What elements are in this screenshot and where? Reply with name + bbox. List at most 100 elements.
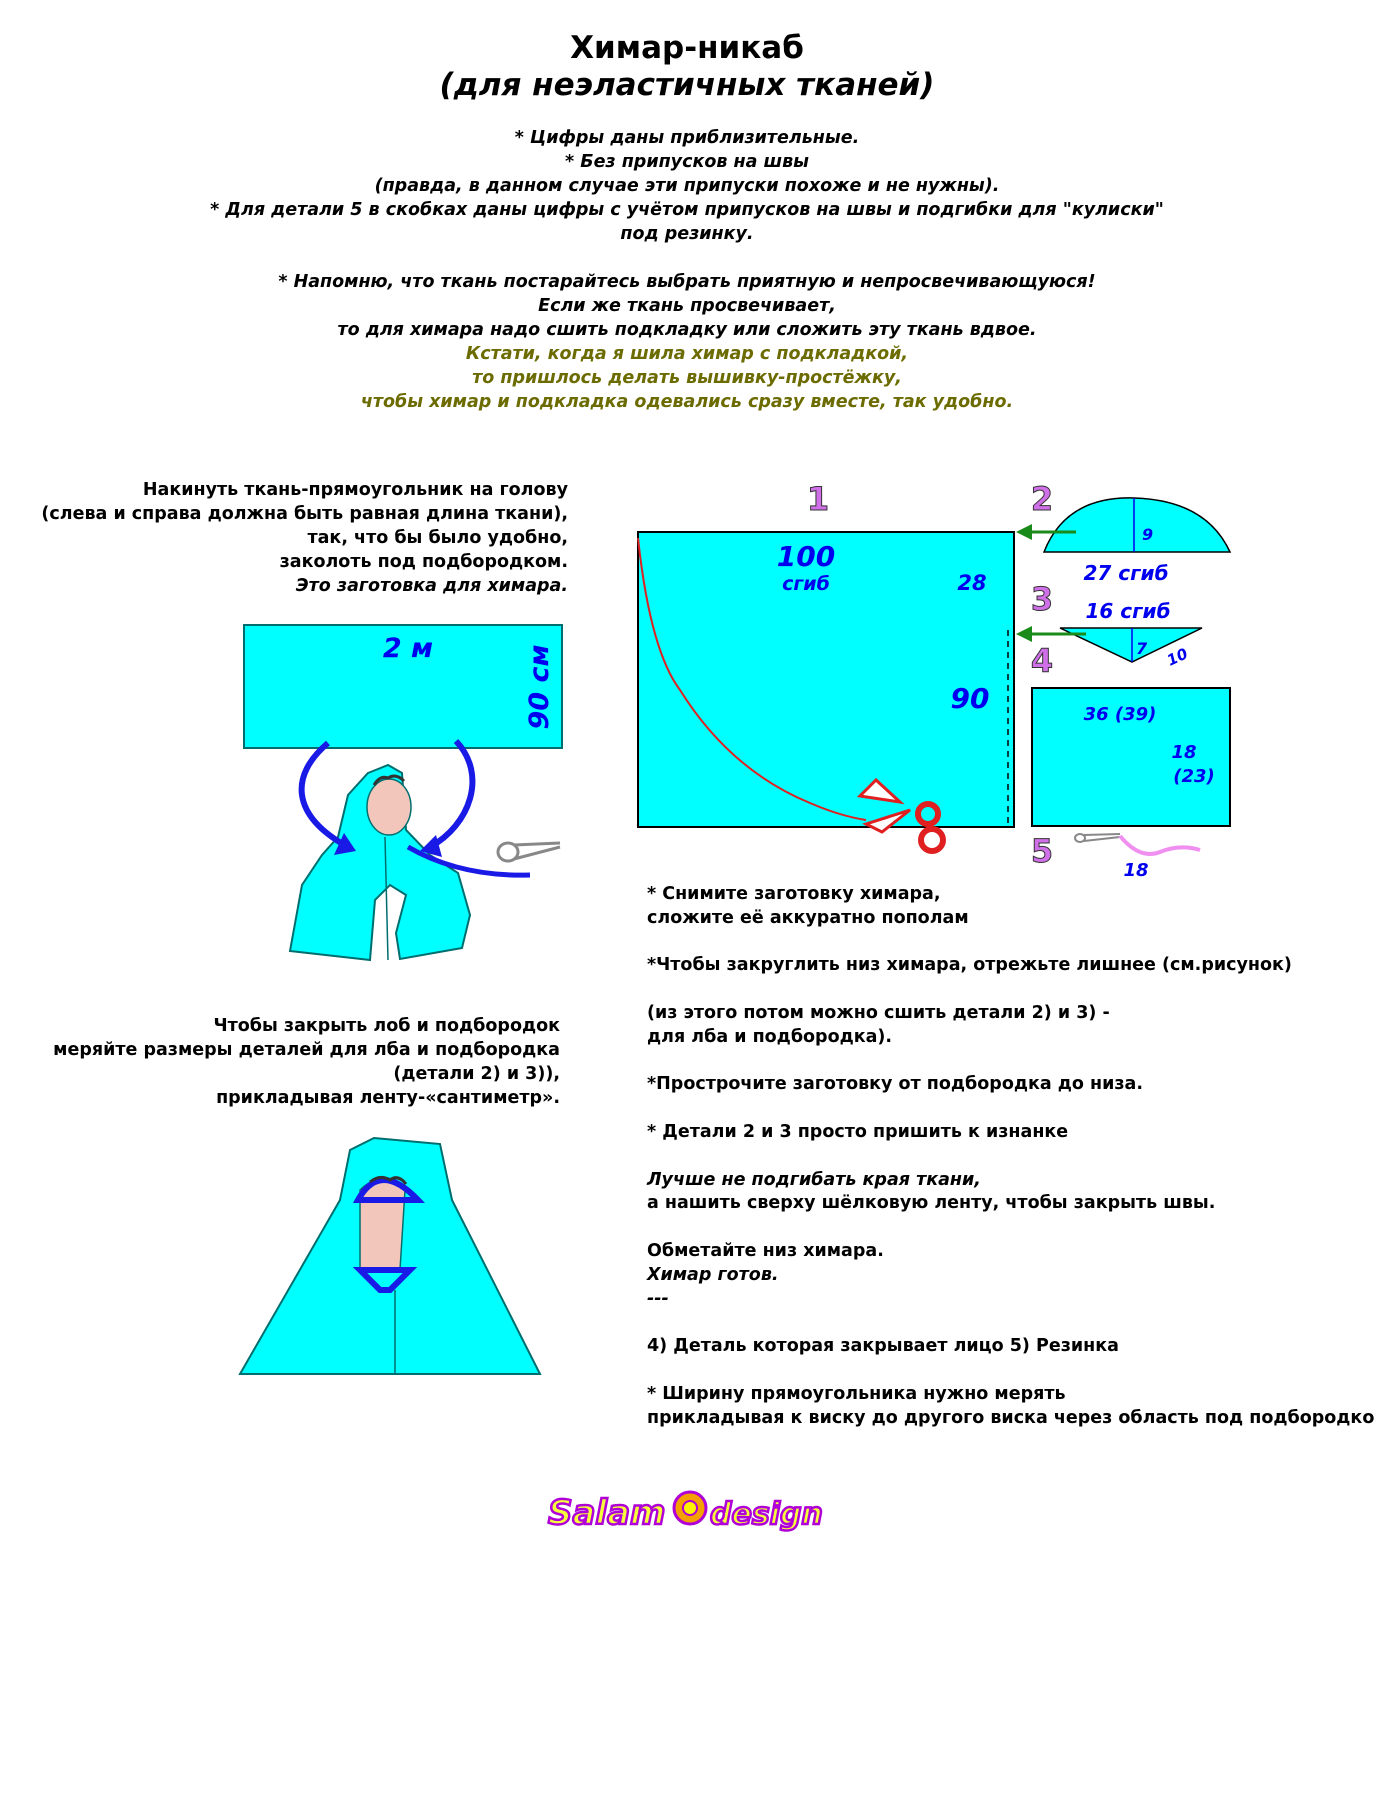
- title-line-1: Химар-никаб: [570, 30, 804, 66]
- arrow-2-head-icon: [1016, 524, 1032, 540]
- left-mid-line: Чтобы закрыть лоб и подбородок: [213, 1016, 560, 1036]
- pin-arrow: [406, 844, 531, 878]
- instruction-spacer: [647, 1216, 1374, 1240]
- instruction-spacer: [647, 1097, 1374, 1121]
- arrow-right: [428, 738, 476, 850]
- left-top-line: так, что бы было удобно,: [307, 528, 568, 548]
- arrow-3-head-icon: [1016, 626, 1032, 642]
- left-top-text: Накинуть ткань-прямоугольник на голову (…: [41, 478, 568, 598]
- note-line: * Для детали 5 в скобках даны цифры с уч…: [210, 200, 1164, 220]
- safety-pin-icon: [496, 841, 561, 863]
- salam-design-logo: Salam design: [547, 1490, 824, 1534]
- piece-4-rect: [1031, 687, 1231, 827]
- arrow-left-head-icon: [334, 833, 356, 855]
- left-mid-text: Чтобы закрыть лоб и подбородок меряйте р…: [53, 1014, 560, 1110]
- piece-4-height: 18: [1171, 742, 1196, 763]
- notes-block: * Цифры даны приблизительные. * Без прип…: [0, 126, 1374, 414]
- safety-pin-icon: [1074, 833, 1121, 843]
- left-top-line: (слева и справа должна быть равная длина…: [41, 504, 568, 524]
- instruction-line: прикладывая к виску до другого виска чер…: [647, 1407, 1374, 1428]
- scissors-icon: [856, 777, 946, 854]
- note-line: * Напомню, что ткань постарайтесь выбрат…: [278, 272, 1096, 292]
- instruction-line: сложите её аккуратно пополам: [647, 907, 969, 928]
- instruction-line: * Детали 2 и 3 просто пришить к изнанке: [647, 1121, 1069, 1142]
- piece-2-number: 2: [1031, 480, 1053, 518]
- note-line: Если же ткань просвечивает,: [538, 296, 836, 316]
- left-mid-line: прикладывая ленту-«сантиметр».: [216, 1088, 560, 1108]
- seam-line: [384, 836, 389, 961]
- arrow-right-head-icon: [420, 835, 442, 857]
- left-mid-line: (детали 2) и 3)),: [393, 1064, 560, 1084]
- sun-icon: [672, 1490, 708, 1526]
- left-top-line: Накинуть ткань-прямоугольник на голову: [142, 480, 568, 500]
- pattern-diagram: 1 100 сгиб 28 90 2 9 27 сгиб 3 16 сгиб 7…: [637, 480, 1232, 880]
- piece-2-height: 9: [1142, 525, 1153, 544]
- hair-icon: [369, 1175, 408, 1185]
- cut-curve: [637, 537, 867, 821]
- page-title: Химар-никаб (для неэластичных тканей): [0, 30, 1374, 104]
- note-spacer: [0, 246, 1374, 270]
- instruction-line: Химар готов.: [647, 1264, 779, 1285]
- rect-height-label: 90 см: [524, 644, 555, 729]
- instruction-line: * Ширину прямоугольника нужно мерять: [647, 1383, 1066, 1404]
- piece-1-half-width: 28: [957, 571, 986, 595]
- left-top-line: заколоть под подбородком.: [279, 552, 568, 572]
- fabric-rectangle: [243, 624, 563, 749]
- draping-illustration: 2 м 90 см: [243, 624, 563, 962]
- note-olive-line: чтобы химар и подкладка одевались сразу …: [360, 392, 1014, 412]
- left-mid-line: меряйте размеры деталей для лба и подбор…: [53, 1040, 560, 1060]
- piece-3-side: 10: [1164, 644, 1191, 669]
- piece-3-top: 16 сгиб: [1085, 599, 1170, 623]
- cloak-shape: [288, 763, 472, 962]
- piece-2-shape: [1042, 497, 1232, 553]
- note-line: (правда, в данном случае эти припуски по…: [374, 176, 1000, 196]
- instruction-spacer: [647, 1145, 1374, 1169]
- logo-text-part-1: Salam: [548, 1493, 665, 1533]
- instruction-spacer: [647, 1050, 1374, 1074]
- piece-3-height: 7: [1136, 639, 1148, 658]
- chin-piece-outline: [352, 1267, 418, 1293]
- instruction-line: *Прострочите заготовку от подбородка до …: [647, 1074, 1143, 1095]
- face: [366, 778, 412, 836]
- piece-5-length: 18: [1123, 860, 1148, 880]
- instruction-spacer: [647, 931, 1374, 955]
- instruction-line: а нашить сверху шёлковую ленту, чтобы за…: [647, 1193, 1216, 1214]
- note-line: то для химара надо сшить подкладку или с…: [337, 320, 1037, 340]
- piece-1-width: 100: [777, 540, 835, 573]
- piece-1-fold-label: сгиб: [782, 573, 830, 595]
- instruction-line: Обметайте низ химара.: [647, 1240, 884, 1261]
- instruction-line: ---: [647, 1288, 669, 1309]
- instruction-line: (из этого потом можно сшить детали 2) и …: [647, 1002, 1110, 1023]
- hair-icon: [372, 774, 406, 786]
- logo-text-part-2: design: [710, 1497, 823, 1532]
- piece-4-number: 4: [1031, 642, 1053, 680]
- title-line-2: (для неэластичных тканей): [439, 67, 935, 103]
- instruction-line: * Снимите заготовку химара,: [647, 884, 941, 904]
- left-top-italic-line: Это заготовка для химара.: [295, 576, 568, 596]
- instruction-line: Лучше не подгибать края ткани,: [647, 1169, 981, 1190]
- note-line: * Цифры даны приблизительные.: [514, 128, 860, 148]
- piece-4-height-allowance: (23): [1173, 766, 1215, 787]
- note-line: под резинку.: [620, 224, 754, 244]
- face-measure-illustration: [238, 1136, 542, 1375]
- piece-1-height: 90: [951, 682, 990, 715]
- note-olive-line: то пришлось делать вышивку-простёжку,: [472, 368, 902, 388]
- instruction-line: для лба и подбородка).: [647, 1026, 893, 1047]
- piece-3-number: 3: [1031, 580, 1053, 618]
- note-line: * Без припусков на швы: [564, 152, 809, 172]
- instructions-block: * Снимите заготовку химара, сложите её ак…: [647, 883, 1374, 1430]
- instruction-spacer: [647, 1311, 1374, 1335]
- forehead-piece-outline: [352, 1177, 425, 1203]
- piece-5-number: 5: [1031, 832, 1053, 870]
- piece-2-base: 27 сгиб: [1083, 561, 1168, 585]
- instruction-line: 4) Деталь которая закрывает лицо 5) Рези…: [647, 1336, 1119, 1357]
- note-olive-line: Кстати, когда я шила химар с подкладкой,: [465, 344, 909, 364]
- instruction-spacer: [647, 1359, 1374, 1383]
- instruction-spacer: [647, 978, 1374, 1002]
- piece-1-number: 1: [807, 480, 829, 518]
- instruction-line: *Чтобы закруглить низ химара, отрежьте л…: [647, 955, 1292, 976]
- arrow-left: [298, 740, 350, 850]
- rect-width-label: 2 м: [383, 633, 433, 664]
- piece-4-width: 36 (39): [1084, 704, 1157, 725]
- piece-3-shape: [1059, 627, 1203, 663]
